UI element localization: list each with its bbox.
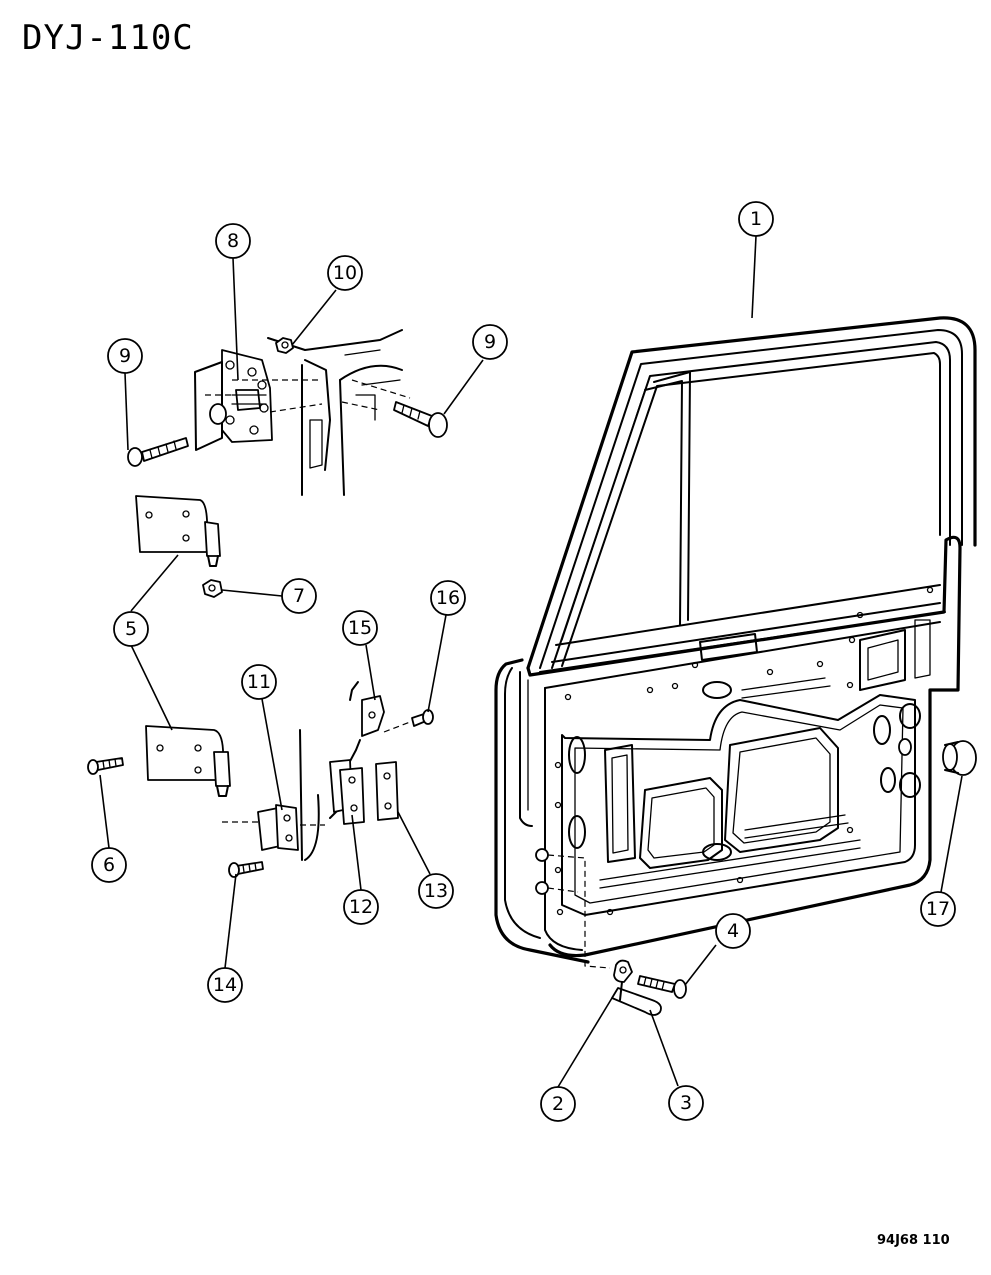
callout-16: 16 <box>430 580 466 616</box>
body-pillar <box>267 329 403 496</box>
bolt-6[interactable] <box>87 757 124 775</box>
callout-label: 14 <box>213 974 237 996</box>
callout-label: 5 <box>125 618 137 640</box>
check-strap[interactable] <box>611 959 662 1016</box>
callout-8: 8 <box>215 223 251 259</box>
callout-label: 11 <box>247 671 271 693</box>
callout-12: 12 <box>343 889 379 925</box>
callout-label: 6 <box>103 854 115 876</box>
callout-6: 6 <box>91 847 127 883</box>
hinge-half-5-upper[interactable] <box>135 495 221 567</box>
nut-7[interactable] <box>202 579 223 598</box>
callout-5: 5 <box>113 611 149 647</box>
figure-code: 94J68 110 <box>877 1233 950 1248</box>
callout-9-left: 9 <box>107 338 143 374</box>
callout-label: 7 <box>293 585 305 607</box>
plate-12[interactable] <box>329 759 365 825</box>
callout-3: 3 <box>668 1085 704 1121</box>
callout-label: 16 <box>436 587 460 609</box>
callout-2: 2 <box>540 1086 576 1122</box>
leader-lines <box>99 235 963 1088</box>
callout-4: 4 <box>715 913 751 949</box>
callout-17: 17 <box>920 891 956 927</box>
nut-10[interactable] <box>275 337 294 354</box>
callout-13: 13 <box>418 873 454 909</box>
callout-11: 11 <box>241 664 277 700</box>
door-assembly[interactable] <box>494 316 977 964</box>
plug-17[interactable] <box>898 738 977 776</box>
screw-9-right[interactable] <box>393 401 448 438</box>
callout-label: 8 <box>227 230 239 252</box>
door-holes <box>554 586 934 916</box>
callout-label: 13 <box>424 880 448 902</box>
screw-9-left[interactable] <box>127 437 189 467</box>
callout-label: 12 <box>349 896 373 918</box>
callout-label: 15 <box>348 617 372 639</box>
callout-label: 9 <box>119 345 131 367</box>
hinge-half-5-lower[interactable] <box>145 725 231 797</box>
striker-15[interactable] <box>329 681 385 819</box>
screw-4[interactable] <box>637 975 687 999</box>
diagram-title: DYJ-110C <box>22 18 194 58</box>
callout-14: 14 <box>207 967 243 1003</box>
plate-13[interactable] <box>375 761 399 821</box>
callout-label: 9 <box>484 331 496 353</box>
callout-1: 1 <box>738 201 774 237</box>
callout-label: 3 <box>680 1092 692 1114</box>
callout-label: 10 <box>333 262 357 284</box>
bolt-16[interactable] <box>383 709 434 733</box>
callout-label: 2 <box>552 1093 564 1115</box>
callout-label: 1 <box>750 208 762 230</box>
callout-label: 4 <box>727 920 739 942</box>
upper-hinge[interactable] <box>194 349 273 451</box>
lower-hinge-body[interactable] <box>222 729 325 861</box>
callout-9-right: 9 <box>472 324 508 360</box>
callout-10: 10 <box>327 255 363 291</box>
callout-label: 17 <box>926 898 950 920</box>
bolt-14[interactable] <box>228 861 264 878</box>
callout-15: 15 <box>342 610 378 646</box>
callout-7: 7 <box>281 578 317 614</box>
